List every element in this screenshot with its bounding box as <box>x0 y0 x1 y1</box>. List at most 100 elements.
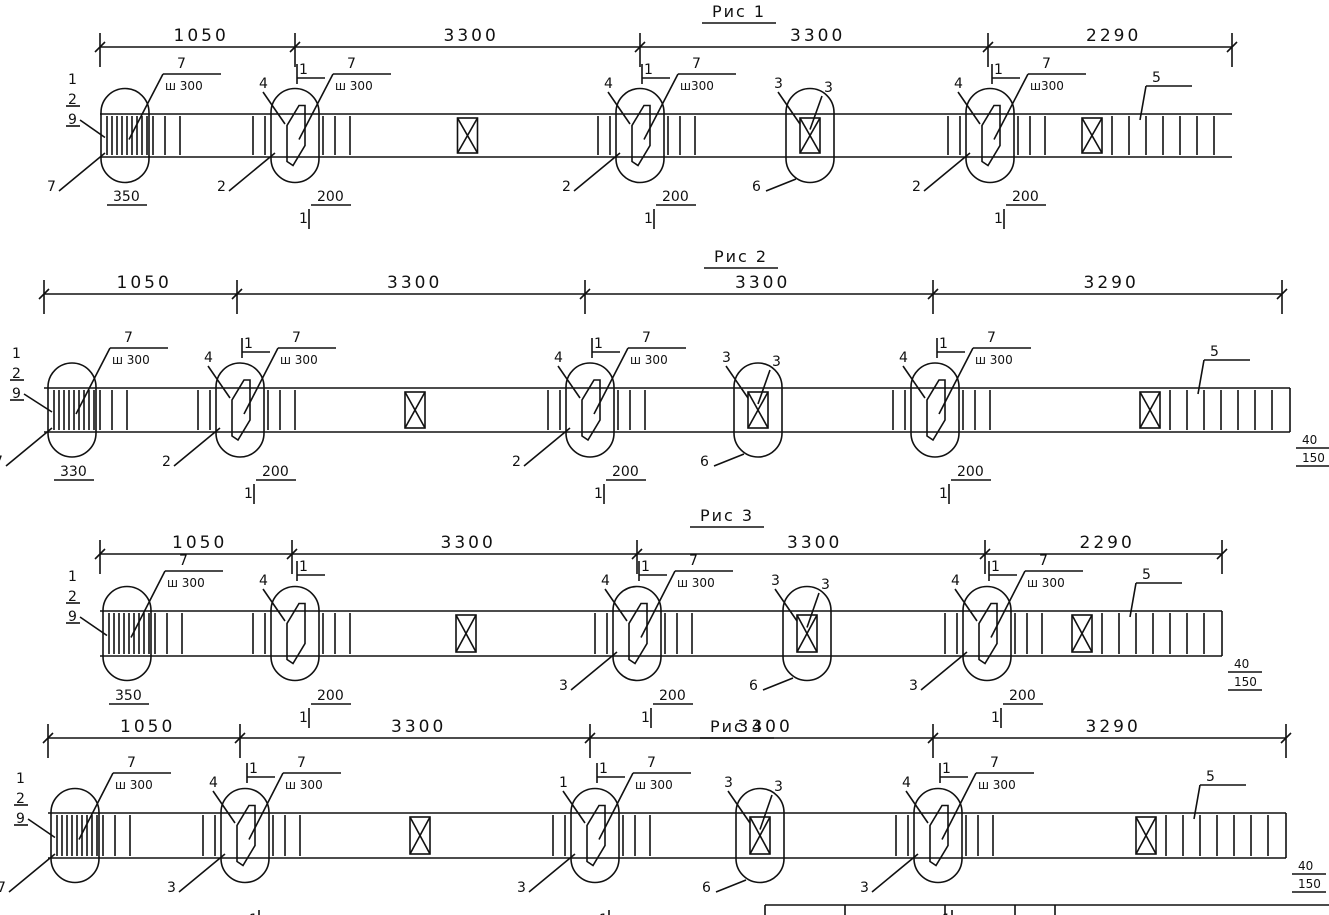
callout-position: 7 <box>647 755 656 771</box>
leader-line <box>5 427 53 467</box>
bent-bar <box>978 602 998 665</box>
cross-diagonal <box>799 117 821 154</box>
section-mark: 1 <box>244 486 253 502</box>
spacing-dimension: 200 <box>1009 688 1036 704</box>
span-dimension: 3300 <box>391 717 446 737</box>
section-mark: 1 <box>644 62 653 78</box>
callout-spacing: ш 300 <box>1027 576 1065 590</box>
leader-line <box>562 790 586 824</box>
section-mark: 1 <box>244 336 253 352</box>
node-capsule <box>910 362 960 458</box>
leader-line <box>607 91 631 125</box>
node-capsule <box>785 87 835 184</box>
callout-position: 7 <box>347 56 356 72</box>
section-mark: 1 <box>939 336 948 352</box>
leader-line <box>905 790 929 824</box>
callout-position: 7 <box>297 755 306 771</box>
leader-line <box>1139 85 1147 121</box>
bottom-label: 2 <box>512 454 521 470</box>
position-mark: 4 <box>899 350 908 366</box>
position-mark-5: 5 <box>1210 344 1219 360</box>
position-mark: 9 <box>16 811 25 827</box>
callout-spacing: ш 300 <box>115 778 153 792</box>
node-capsule <box>782 585 832 682</box>
position-mark: 1 <box>68 72 77 88</box>
leader-line <box>938 347 974 415</box>
position-mark: 3 <box>774 76 783 92</box>
position-mark: 9 <box>12 386 21 402</box>
bottom-label: 6 <box>700 454 709 470</box>
cross-diagonal <box>404 391 426 429</box>
leader-line <box>604 588 628 622</box>
position-mark-5: 5 <box>1152 70 1161 86</box>
section-mark: 1 <box>249 912 258 915</box>
callout-spacing: ш300 <box>1030 79 1064 93</box>
callout-position: 7 <box>179 553 188 569</box>
spacing-dimension: 200 <box>659 688 686 704</box>
node-capsule <box>615 87 665 184</box>
bent-bar <box>981 104 1001 167</box>
spacing-dimension: 330 <box>60 464 87 480</box>
node-capsule <box>565 362 615 458</box>
bent-bar <box>286 602 306 665</box>
end-dimension: 40 <box>1298 859 1313 873</box>
figure-title: Рис 1 <box>712 2 766 21</box>
leader-line <box>262 91 286 125</box>
bottom-label: 7 <box>0 454 3 470</box>
leader-line <box>957 91 981 125</box>
node-capsule <box>215 362 265 458</box>
section-mark: 1 <box>641 710 650 726</box>
callout-position: 7 <box>292 330 301 346</box>
cross-diagonal <box>1139 391 1161 429</box>
bent-bar <box>236 804 256 867</box>
leader-line <box>262 588 286 622</box>
position-mark: 4 <box>601 573 610 589</box>
section-mark: 1 <box>299 62 308 78</box>
position-mark: 1 <box>559 775 568 791</box>
callout-position: 7 <box>1042 56 1051 72</box>
dimension-tick <box>1280 732 1292 744</box>
section-mark: 1 <box>942 912 951 915</box>
bottom-label: 6 <box>749 678 758 694</box>
callout-spacing: ш 300 <box>165 79 203 93</box>
leader-line <box>557 365 581 399</box>
leader-line <box>58 152 106 192</box>
dimension-tick <box>631 548 643 560</box>
leader-line <box>248 772 284 840</box>
leader-line <box>79 616 108 637</box>
leader-line <box>765 178 797 192</box>
cross-diagonal <box>1135 816 1157 855</box>
bottom-label: 3 <box>167 880 176 896</box>
position-mark: 4 <box>204 350 213 366</box>
cross-panel <box>404 391 426 429</box>
leader-line <box>78 772 114 840</box>
dimension-tick <box>979 548 991 560</box>
leader-line <box>212 790 236 824</box>
section-mark: 1 <box>942 761 951 777</box>
spacing-dimension: 200 <box>612 464 639 480</box>
node-capsule <box>735 787 785 884</box>
cross-panel <box>796 614 818 653</box>
span-dimension: 3290 <box>1086 717 1141 737</box>
position-mark: 9 <box>68 112 77 128</box>
section-mark: 1 <box>994 211 1003 227</box>
spacing-dimension: 200 <box>957 464 984 480</box>
position-mark: 2 <box>16 791 25 807</box>
span-dimension: 3290 <box>1084 273 1139 293</box>
leader-line <box>806 592 820 628</box>
bent-bar <box>926 379 946 442</box>
